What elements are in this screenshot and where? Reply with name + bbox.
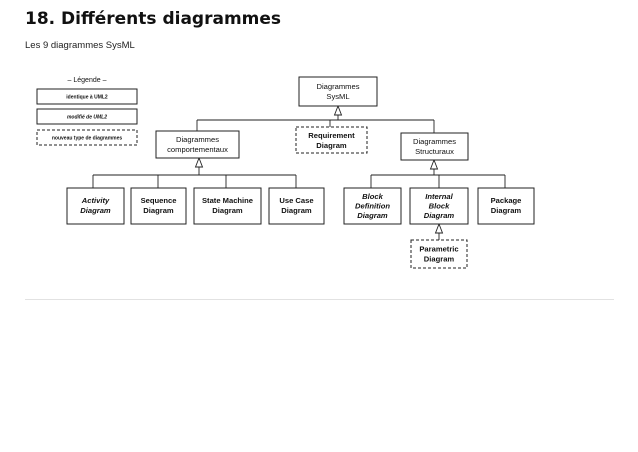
- node-activity: Activity Diagram: [66, 187, 125, 225]
- node-behavioral-line2: comportementaux: [167, 145, 228, 154]
- node-block-definition: Block Definition Diagram: [343, 187, 402, 225]
- node-parametric-line2: Diagram: [424, 255, 455, 264]
- node-parametric-line1: Parametric: [419, 245, 458, 254]
- legend-box-modified: [36, 108, 138, 125]
- legend-label-new: nouveau type de diagrammes: [52, 136, 123, 142]
- node-package-line2: Diagram: [491, 206, 522, 215]
- node-sequence-line1: Sequence: [141, 196, 177, 205]
- legend: – Légende – identique à UML2 modifié de …: [36, 77, 138, 146]
- page-title: 18. Différents diagrammes: [25, 9, 282, 29]
- node-state-machine: State Machine Diagram: [193, 187, 262, 225]
- node-requirement-line2: Diagram: [316, 141, 347, 150]
- node-internal-block-line3: Diagram: [424, 211, 455, 220]
- node-internal-block-line2: Block: [429, 202, 450, 211]
- content-divider: [25, 299, 614, 300]
- node-internal-block: Internal Block Diagram: [409, 187, 469, 225]
- node-root-line1: Diagrammes: [316, 82, 359, 91]
- node-requirement: Requirement Diagram: [295, 126, 368, 154]
- node-activity-line1: Activity: [81, 196, 110, 205]
- node-structural: Diagrammes Structuraux: [400, 132, 469, 161]
- node-package-line1: Package: [491, 196, 522, 205]
- node-use-case-line2: Diagram: [281, 206, 312, 215]
- node-block-definition-line1: Block: [362, 192, 383, 201]
- node-root: Diagrammes SysML: [298, 76, 378, 107]
- node-use-case: Use Case Diagram: [268, 187, 325, 225]
- node-root-line2: SysML: [326, 92, 349, 101]
- legend-box-new: [36, 129, 138, 146]
- node-behavioral-line1: Diagrammes: [176, 135, 219, 144]
- node-sequence-line2: Diagram: [143, 206, 174, 215]
- node-package: Package Diagram: [477, 187, 535, 225]
- node-structural-line1: Diagrammes: [413, 137, 456, 146]
- node-behavioral: Diagrammes comportementaux: [155, 130, 240, 159]
- node-block-definition-line2: Definition: [355, 202, 390, 211]
- connectors: [92, 104, 506, 240]
- node-internal-block-line1: Internal: [425, 192, 453, 201]
- node-structural-line2: Structuraux: [415, 147, 454, 156]
- node-block-definition-line3: Diagram: [357, 211, 388, 220]
- legend-label-modified: modifié de UML2: [67, 115, 107, 121]
- page-subtitle: Les 9 diagrammes SysML: [25, 40, 135, 51]
- node-activity-line2: Diagram: [80, 206, 111, 215]
- legend-box-identical: [36, 88, 138, 105]
- node-parametric: Parametric Diagram: [410, 239, 468, 269]
- legend-title: – Légende –: [68, 77, 107, 84]
- node-state-machine-line1: State Machine: [202, 196, 253, 205]
- legend-label-identical: identique à UML2: [66, 95, 108, 101]
- node-state-machine-line2: Diagram: [212, 206, 243, 215]
- node-requirement-line1: Requirement: [308, 131, 355, 140]
- node-sequence: Sequence Diagram: [130, 187, 187, 225]
- node-use-case-line1: Use Case: [279, 196, 313, 205]
